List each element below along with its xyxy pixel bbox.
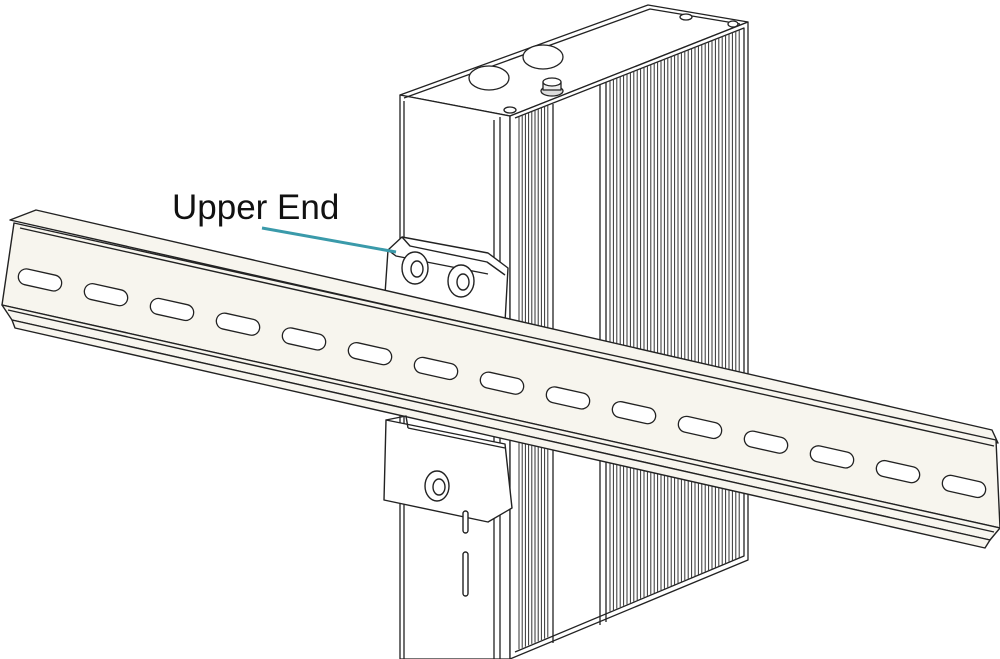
top-port-hole [468,65,510,91]
din-rail [1,209,1000,549]
din-rail-slot [215,312,261,336]
top-port-hole [522,44,564,70]
din-rail-slot [149,297,195,322]
din-rail-slot [413,356,459,381]
din-rail-slot [677,415,723,440]
corner-screw [679,13,693,21]
ground-screw-icon [540,77,564,97]
din-rail-slot [83,282,129,307]
din-rail-slot [479,371,525,395]
din-rail-back-flange [9,209,999,444]
corner-screw [727,20,739,28]
din-rail-slot [809,445,855,469]
din-rail-slot [545,386,591,410]
front-slot [462,510,469,534]
corner-screw [503,106,517,114]
din-rail-slot [17,268,63,292]
clip-screw-hole [424,470,450,502]
upper-end-label: Upper End [172,188,340,227]
clip-screw-hole [401,251,429,285]
din-rail-slot [281,327,327,351]
lower-din-clip [383,415,513,597]
front-slot [462,551,469,597]
clip-screw-hole [447,264,475,298]
din-rail-slot [941,474,987,499]
din-rail-slots [17,268,987,499]
din-rail-slot [611,400,657,425]
din-rail-slot [875,459,921,484]
callout-leader-line [261,226,397,254]
din-rail-slot [347,341,393,366]
din-rail-slot [743,430,789,454]
